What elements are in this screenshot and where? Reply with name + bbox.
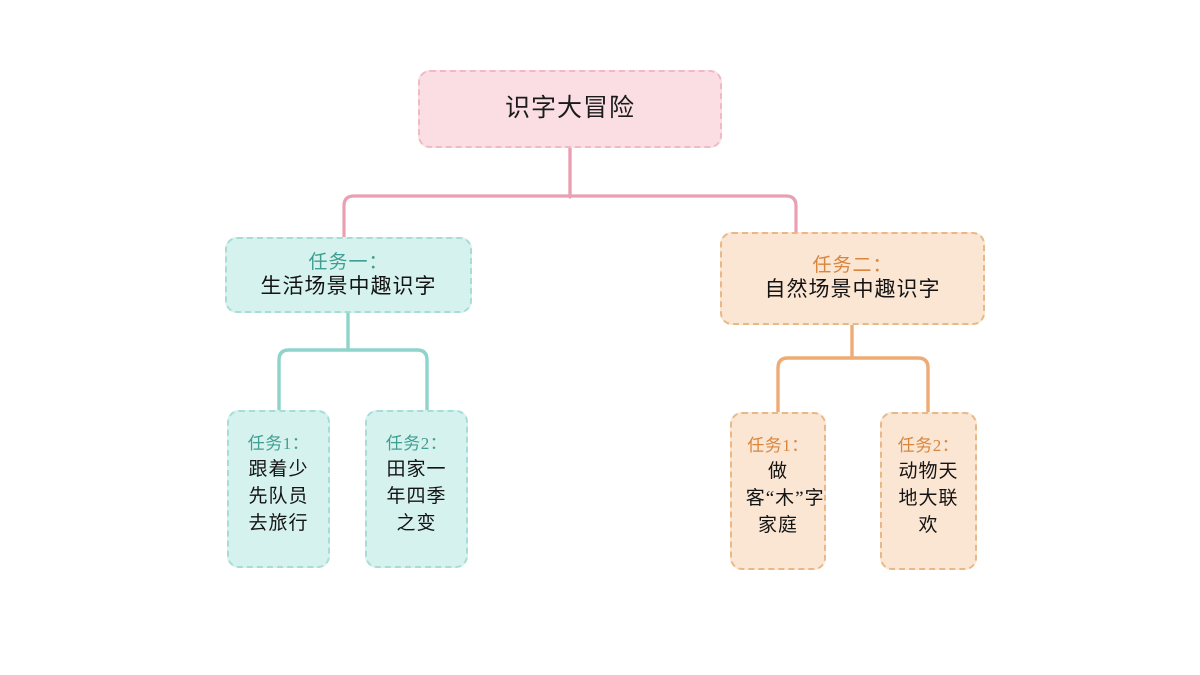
leaf-node-task-one-2-tag: 任务2： (385, 434, 448, 453)
leaf-node-task-two-2[interactable]: 任务2： 动物天地大联欢 (880, 412, 977, 570)
leaf-node-task-one-1[interactable]: 任务1： 跟着少先队员去旅行 (227, 410, 330, 568)
leaf-node-task-two-1-tag: 任务1： (747, 436, 809, 455)
branch-node-task-one[interactable]: 任务一： 生活场景中趣识字 (225, 237, 472, 313)
branch-node-task-two-label: 自然场景中趣识字 (764, 277, 941, 302)
connector-branch1-bus (277, 348, 429, 412)
branch-node-task-two-tag: 任务二： (812, 255, 893, 277)
leaf-node-task-one-2-label: 田家一年四季之变 (386, 458, 447, 534)
leaf-node-task-one-1-tag: 任务1： (247, 434, 310, 453)
branch-node-task-two[interactable]: 任务二： 自然场景中趣识字 (720, 232, 985, 325)
leaf-node-task-one-2[interactable]: 任务2： 田家一年四季之变 (365, 410, 468, 568)
connector-branch2-bus (776, 356, 930, 414)
leaf-node-task-two-1-label: 做客“木”字家庭 (745, 460, 825, 536)
root-node-label: 识字大冒险 (504, 94, 635, 122)
root-node[interactable]: 识字大冒险 (418, 70, 722, 148)
leaf-node-task-two-2-label: 动物天地大联欢 (898, 460, 959, 536)
leaf-node-task-two-1[interactable]: 任务1： 做客“木”字家庭 (730, 412, 826, 570)
leaf-node-task-two-2-tag: 任务2： (897, 436, 960, 455)
branch-node-task-one-tag: 任务一： (308, 251, 389, 273)
branch-node-task-one-label: 生活场景中趣识字 (260, 273, 437, 298)
leaf-node-task-one-1-label: 跟着少先队员去旅行 (248, 458, 309, 534)
